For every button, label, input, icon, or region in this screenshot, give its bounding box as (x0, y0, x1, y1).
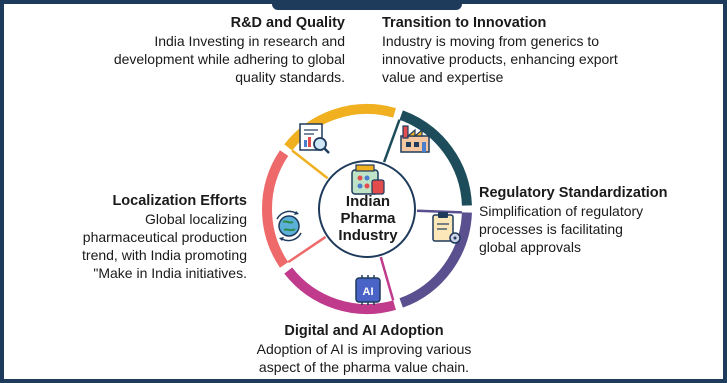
digital-ai-desc-line-2: aspect of the pharma value chain. (258, 359, 470, 375)
pharma-bottle-icon (351, 164, 385, 195)
segment-regulatory (399, 212, 472, 308)
innovation-desc-line-2: innovative products, enhancing export (382, 51, 618, 67)
segment-regulatory-divider (416, 209, 462, 214)
localization-title: Localization Efforts (112, 193, 247, 209)
localization-desc-line-4: "Make in India initiatives. (93, 265, 247, 281)
rd-quality-desc-line-1: India Investing in research and (154, 33, 345, 49)
factory-icon (400, 125, 430, 153)
center-hub (318, 160, 416, 258)
segment-localization-divider (287, 235, 327, 264)
segment-rd-quality-divider (291, 149, 329, 180)
regulatory-desc-line-3: global approvals (479, 239, 581, 255)
segment-rd-quality (284, 104, 396, 151)
regulatory-title: Regulatory Standardization (479, 185, 668, 201)
localization-block: Localization Efforts Global localizing p… (7, 192, 247, 282)
innovation-title: Transition to Innovation (382, 15, 547, 31)
rd-quality-desc-line-3: quality standards. (235, 69, 345, 85)
innovation-block: Transition to Innovation Industry is mov… (382, 14, 712, 86)
localization-desc-line-2: pharmaceutical production (82, 229, 247, 245)
segment-localization (262, 150, 289, 268)
digital-ai-block: Digital and AI Adoption Adoption of AI i… (204, 322, 524, 376)
innovation-desc-line-3: value and expertise (382, 69, 504, 85)
digital-ai-title: Digital and AI Adoption (284, 323, 444, 339)
regulatory-block: Regulatory Standardization Simplificatio… (479, 184, 723, 256)
segment-digital-ai-divider (379, 256, 395, 301)
center-label: Indian Pharma Industry (322, 193, 414, 244)
digital-ai-desc-line-1: Adoption of AI is improving various (256, 341, 472, 357)
clipboard-gear-icon (432, 212, 461, 244)
localization-desc-line-1: Global localizing (145, 211, 247, 227)
rd-quality-title: R&D and Quality (230, 15, 345, 31)
rd-quality-block: R&D and Quality India Investing in resea… (15, 14, 345, 86)
localization-desc-line-3: trend, with India promoting (82, 247, 247, 263)
segment-ring (262, 104, 472, 314)
center-label-line-3: Industry (338, 227, 398, 244)
regulatory-desc-line-2: processes is facilitating (479, 221, 623, 237)
segment-innovation-divider (382, 119, 401, 163)
ai-chip-label: AI (363, 286, 374, 298)
center-label-line-2: Pharma (340, 210, 396, 227)
center-label-line-1: Indian (345, 193, 391, 210)
segment-innovation (399, 110, 472, 206)
regulatory-desc-line-1: Simplification of regulatory (479, 203, 644, 219)
rd-quality-desc-line-2: development while adhering to global (113, 51, 345, 67)
globe-arrows-icon (276, 210, 302, 242)
research-chart-magnifier-icon (299, 123, 330, 154)
title-strip (272, 4, 462, 10)
cycle-diagram: AI (254, 96, 480, 322)
innovation-desc-line-1: Industry is moving from generics to (382, 33, 600, 49)
ai-chip-icon: AI (355, 275, 381, 305)
segment-digital-ai (284, 267, 396, 314)
